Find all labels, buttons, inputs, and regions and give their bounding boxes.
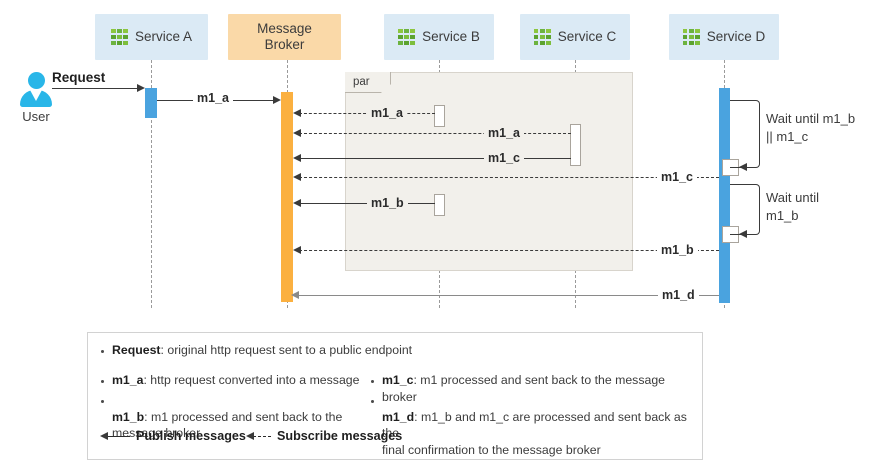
arrowhead-legend-publish: [100, 432, 108, 440]
message-line-m1b-svcd: [299, 250, 719, 251]
legend-label-publish: Publish messages: [136, 429, 246, 443]
legend-key-m1c: m1_c: [382, 373, 414, 387]
activation-service-b-1: [434, 105, 445, 127]
legend-box: [87, 332, 703, 460]
self-loop-wait-2: [730, 184, 760, 235]
message-line-m1c-svcd: [299, 177, 719, 178]
legend-label-subscribe: Subscribe messages: [277, 429, 403, 443]
user-icon: [27, 72, 45, 89]
user-body-icon: [20, 90, 52, 107]
legend-bullet-m1d: [371, 400, 374, 403]
message-line-m1d-broker: [299, 295, 719, 296]
legend-item-request: Request: original http request sent to a…: [112, 342, 612, 359]
note-wait-2: Wait until m1_b: [766, 190, 819, 223]
service-icon: [533, 28, 551, 46]
message-label-m1c-svcd: m1_c: [657, 171, 697, 184]
legend-bullet-request: [101, 350, 104, 353]
arrowhead-self-loop-wait-1: [739, 163, 747, 171]
message-label-m1a-svcb: m1_a: [367, 107, 407, 120]
activation-message-broker: [281, 92, 293, 302]
arrowhead-m1b-broker: [293, 199, 301, 207]
actor-label-user: User: [22, 109, 50, 124]
legend-item-m1a: m1_a: http request converted into a mess…: [112, 372, 362, 389]
participant-header-service-d[interactable]: Service D: [669, 14, 779, 60]
service-icon: [682, 28, 700, 46]
participant-header-service-a[interactable]: Service A: [95, 14, 208, 60]
legend-desc-m1c: : m1 processed and sent back to the mess…: [382, 373, 665, 404]
legend-desc-request: : original http request sent to a public…: [160, 343, 413, 357]
legend-key-m1d: m1_d: [382, 409, 415, 424]
arrowhead-legend-subscribe: [246, 432, 254, 440]
message-label-request: Request: [52, 70, 106, 85]
legend-arrow-subscribe: [253, 436, 271, 437]
message-label-m1c-broker: m1_c: [484, 152, 524, 165]
arrowhead-m1c-broker: [293, 154, 301, 162]
legend-key-m1a: m1_a: [112, 373, 144, 387]
activation-service-d: [719, 88, 730, 303]
legend-bullet-m1b: [101, 400, 104, 403]
message-line-m1a-svcc: [299, 133, 571, 134]
arrowhead-m1a-svcc: [293, 129, 301, 137]
arrowhead-m1b-svcd: [293, 246, 301, 254]
arrowhead-m1d-broker: [291, 291, 299, 299]
legend-key-request: Request: [112, 343, 161, 357]
participant-label-service-b: Service B: [422, 29, 480, 45]
message-label-m1b-broker: m1_b: [367, 197, 408, 210]
legend-item-m1d: m1_d: m1_b and m1_c are processed and se…: [382, 392, 694, 458]
participant-label-message-broker: Message Broker: [257, 21, 312, 52]
legend-bullet-m1c: [371, 380, 374, 383]
service-icon: [110, 28, 128, 46]
legend-bullet-m1a: [101, 380, 104, 383]
self-loop-wait-1: [730, 100, 760, 168]
lifeline-service-a: [151, 60, 152, 308]
participant-header-service-b[interactable]: Service B: [384, 14, 494, 60]
arrowhead-m1a-svcb: [293, 109, 301, 117]
message-label-m1d-broker: m1_d: [658, 289, 699, 302]
note-wait-1: Wait until m1_b || m1_c: [766, 111, 856, 144]
actor-user[interactable]: User: [8, 72, 64, 124]
arrowhead-m1c-svcd: [293, 173, 301, 181]
arrowhead-m1a-broker: [273, 96, 281, 104]
activation-service-b-2: [434, 194, 445, 216]
activation-service-c: [570, 124, 581, 166]
par-fragment-tab: par: [345, 72, 391, 93]
service-icon: [398, 28, 416, 46]
arrowhead-self-loop-wait-2: [739, 230, 747, 238]
message-label-m1b-svcd: m1_b: [657, 244, 698, 257]
legend-desc-m1a: : http request converted into a message: [143, 373, 360, 387]
par-fragment-label: par: [353, 76, 370, 88]
participant-label-service-d: Service D: [706, 29, 766, 45]
legend-arrow-publish: [108, 436, 130, 437]
legend-desc-m1d: : m1_b and m1_c are processed and sent b…: [382, 409, 687, 457]
legend-item-m1b: m1_b: m1 processed and sent back to the …: [112, 392, 347, 442]
message-label-m1a-svcc: m1_a: [484, 127, 524, 140]
legend-item-m1c: m1_c: m1 processed and sent back to the …: [382, 372, 702, 405]
participant-header-service-c[interactable]: Service C: [520, 14, 630, 60]
participant-label-service-a: Service A: [134, 29, 193, 45]
message-line-m1c-broker: [299, 158, 571, 159]
message-label-m1a-broker: m1_a: [193, 92, 233, 105]
activation-service-a: [145, 88, 157, 118]
participant-label-service-c: Service C: [557, 29, 617, 45]
message-line-request: [52, 88, 137, 89]
par-fragment: [345, 72, 633, 271]
legend-key-m1b: m1_b: [112, 409, 145, 424]
legend-desc-m1b: : m1 processed and sent back to the mess…: [112, 409, 343, 441]
arrowhead-request: [137, 84, 145, 92]
participant-header-message-broker[interactable]: Message Broker: [228, 14, 341, 60]
